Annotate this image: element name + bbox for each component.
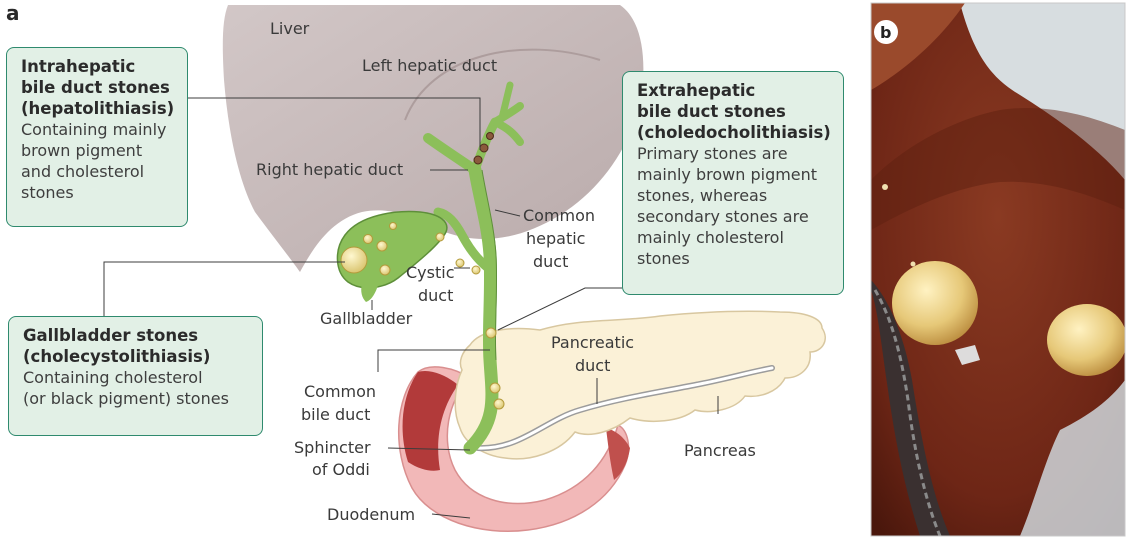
gallstone <box>380 265 390 275</box>
common-bile-duct-label-2: bile duct <box>301 405 370 424</box>
common-hepatic-duct-label-3: duct <box>533 252 568 271</box>
extrahepatic-heading-1: Extrahepatic <box>637 80 833 101</box>
gallstone <box>364 235 373 244</box>
extrahepatic-body-1: Primary stones are <box>637 143 833 164</box>
extrahepatic-stones-box: Extrahepatic bile duct stones (choledoch… <box>622 71 844 295</box>
endoscopy-photo <box>871 3 1127 536</box>
cbd-stone <box>490 383 500 393</box>
liver-label: Liver <box>270 19 310 38</box>
right-hepatic-duct-label: Right hepatic duct <box>256 160 403 179</box>
intrahepatic-body-4: stones <box>21 182 177 203</box>
cystic-duct-label-1: Cystic <box>406 263 455 282</box>
extrahepatic-body-5: mainly cholesterol <box>637 227 833 248</box>
brown-stone <box>487 133 494 140</box>
extrahepatic-body-6: stones <box>637 248 833 269</box>
gallbladder-neck <box>361 283 378 302</box>
sphincter-of-oddi-label-1: Sphincter <box>294 438 371 457</box>
gallstone-large <box>341 247 367 273</box>
brown-stone <box>474 156 482 164</box>
gallstone <box>377 241 387 251</box>
intrahepatic-heading-1: Intrahepatic <box>21 56 177 77</box>
cbd-stone <box>486 328 496 338</box>
gallbladder-body-2: (or black pigment) stones <box>23 388 252 409</box>
gallstone <box>390 223 397 230</box>
brown-stone <box>480 144 488 152</box>
pancreatic-duct-label-2: duct <box>575 356 610 375</box>
cystic-duct-stone <box>456 259 464 267</box>
panel-label-a: a <box>6 1 20 25</box>
cystic-duct-stone <box>472 266 480 274</box>
gallbladder-label: Gallbladder <box>320 309 413 328</box>
extrahepatic-body-2: mainly brown pigment <box>637 164 833 185</box>
cystic-duct-stone <box>436 233 444 241</box>
extrahepatic-body-3: stones, whereas <box>637 185 833 206</box>
pancreatic-duct-label-1: Pancreatic <box>551 333 634 352</box>
extrahepatic-heading-2: bile duct stones <box>637 101 833 122</box>
gallbladder-heading-1: Gallbladder stones <box>23 325 252 346</box>
left-hepatic-duct-label: Left hepatic duct <box>362 56 497 75</box>
common-hepatic-duct-label-1: Common <box>523 206 595 225</box>
gallbladder-heading-2: (cholecystolithiasis) <box>23 346 252 367</box>
pancreas-label: Pancreas <box>684 441 756 460</box>
intrahepatic-body-3: and cholesterol <box>21 161 177 182</box>
panel-label-b: b <box>880 23 891 42</box>
extrahepatic-body-4: secondary stones are <box>637 206 833 227</box>
sphincter-of-oddi-label-2: of Oddi <box>312 460 370 479</box>
gallbladder-stones-box: Gallbladder stones (cholecystolithiasis)… <box>8 316 263 436</box>
photo-stone-large <box>892 261 978 345</box>
intrahepatic-heading-2: bile duct stones <box>21 77 177 98</box>
common-bile-duct-label-1: Common <box>304 382 376 401</box>
duodenum-label: Duodenum <box>327 505 415 524</box>
intrahepatic-body-2: brown pigment <box>21 140 177 161</box>
intrahepatic-body-1: Containing mainly <box>21 119 177 140</box>
pancreas <box>455 311 825 459</box>
cystic-duct-label-2: duct <box>418 286 453 305</box>
extrahepatic-heading-3: (choledocholithiasis) <box>637 122 833 143</box>
common-hepatic-duct-label-2: hepatic <box>526 229 585 248</box>
photo-stone-small <box>1047 304 1127 376</box>
intrahepatic-stones-box: Intrahepatic bile duct stones (hepatolit… <box>6 47 188 227</box>
cbd-stone <box>494 399 504 409</box>
gallbladder-body-1: Containing cholesterol <box>23 367 252 388</box>
intrahepatic-heading-3: (hepatolithiasis) <box>21 98 177 119</box>
